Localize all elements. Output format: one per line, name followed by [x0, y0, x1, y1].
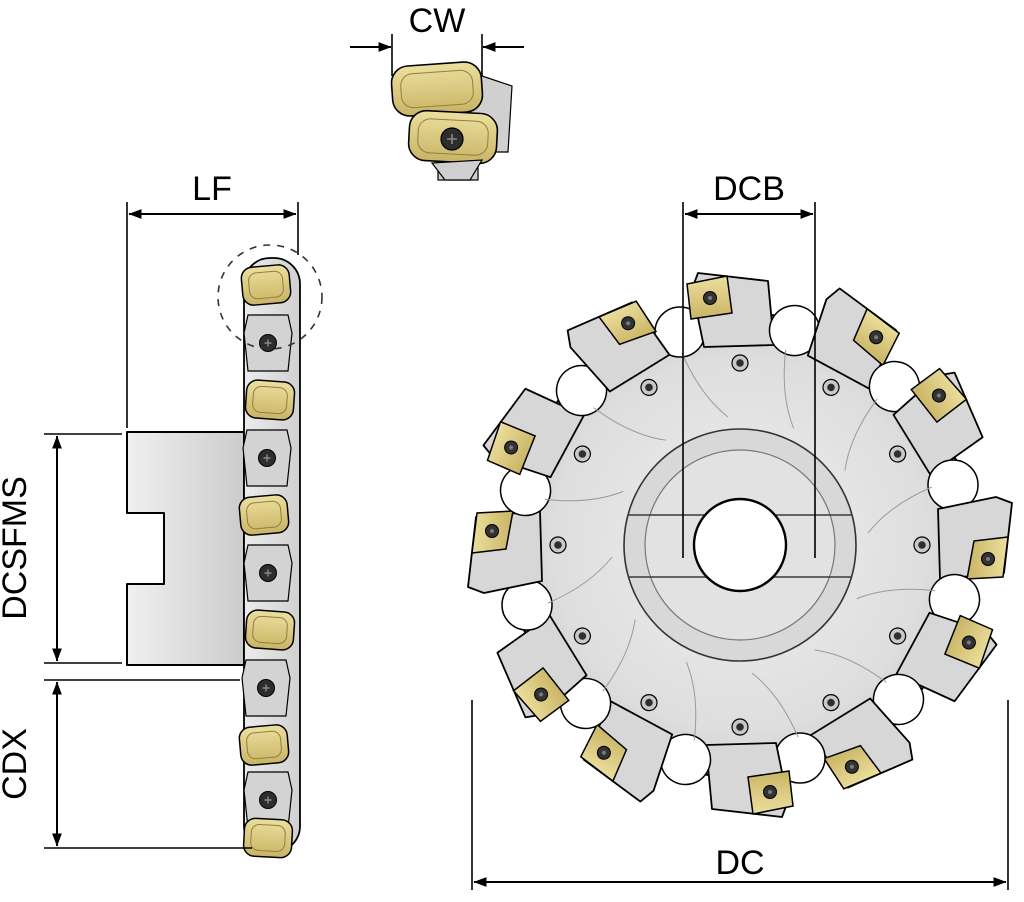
top-detail-view: CW: [350, 2, 524, 181]
cdx-dimension: CDX: [0, 679, 252, 849]
center-bore: [692, 497, 788, 593]
dc-label: DC: [715, 844, 764, 882]
insert: [239, 263, 293, 307]
dcsfms-label: DCSFMS: [0, 476, 34, 620]
dcsfms-dimension: DCSFMS: [0, 433, 122, 664]
cdx-label: CDX: [0, 728, 34, 800]
insert: [243, 378, 297, 422]
cw-label: CW: [409, 2, 466, 40]
dcb-label: DCB: [713, 170, 785, 208]
clamp-screw: [440, 127, 464, 151]
cutter-tip: [430, 159, 484, 181]
cutter-hub: [126, 431, 245, 666]
cartridge: [243, 314, 293, 372]
dcb-dimension: DCB: [682, 170, 816, 558]
insert: [243, 608, 297, 652]
cartridge: [242, 429, 292, 487]
front-view: DCB DC: [461, 170, 1019, 890]
lf-label: LF: [192, 170, 232, 208]
insert: [390, 61, 484, 117]
lf-dimension: LF: [126, 170, 299, 428]
side-view: LF DCSFMS CDX: [0, 170, 323, 859]
cartridge: [243, 544, 293, 602]
detail-circle: [217, 244, 323, 350]
cartridge: [241, 659, 291, 717]
insert: [237, 493, 291, 537]
insert: [242, 817, 294, 859]
dc-dimension: DC: [471, 700, 1009, 890]
cw-dimension: CW: [350, 2, 524, 76]
insert: [237, 723, 291, 767]
